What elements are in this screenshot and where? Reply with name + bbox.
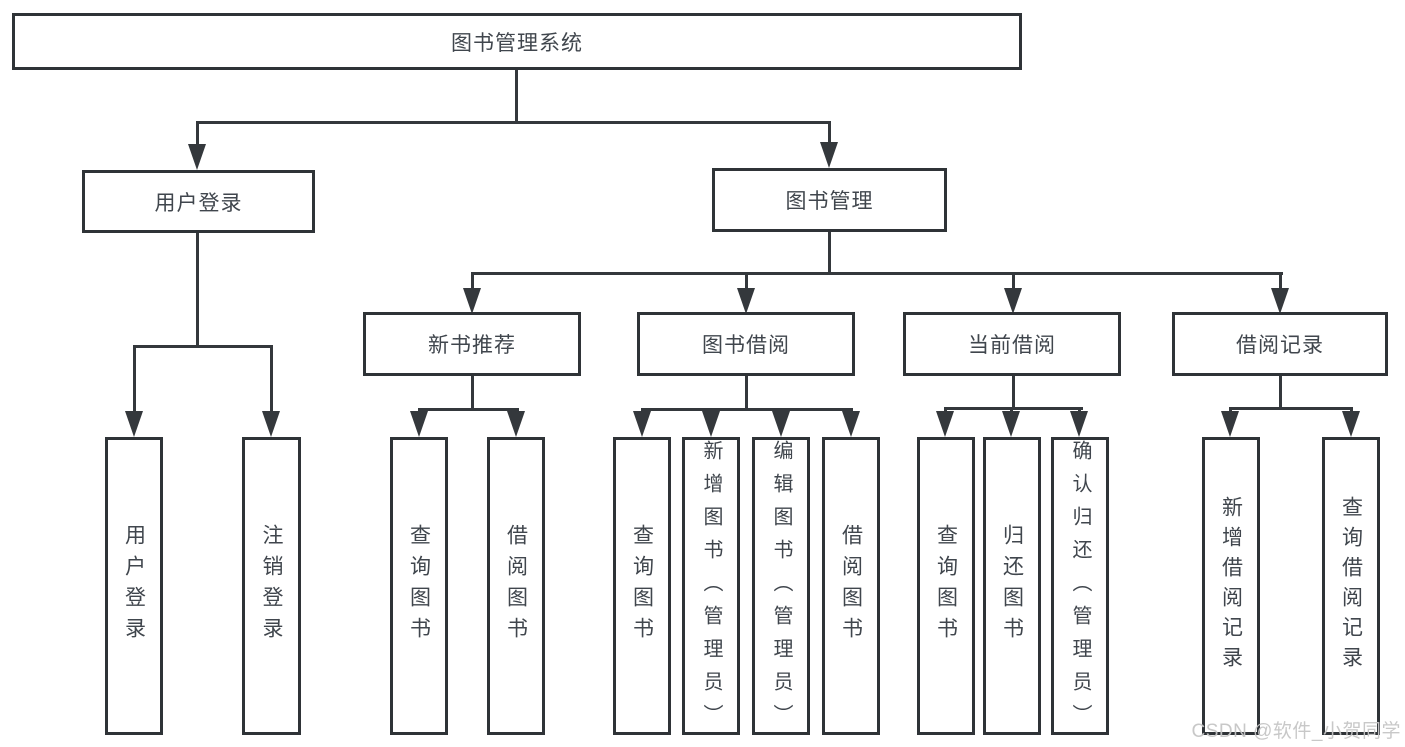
node-label: 新书推荐 bbox=[428, 334, 516, 357]
csdn-watermark: CSDN @软件_小贺同学 bbox=[1191, 721, 1401, 742]
arrow-down-icon bbox=[842, 411, 860, 437]
node-new-book-recommend: 新书推荐 bbox=[363, 312, 581, 376]
connector-stub bbox=[745, 272, 748, 292]
leaf-borrow-books-borrowing: 借阅图书 bbox=[822, 437, 880, 735]
arrow-down-icon bbox=[1004, 288, 1022, 314]
arrow-down-icon bbox=[1271, 288, 1289, 314]
arrow-down-icon bbox=[633, 411, 651, 437]
connector-stem bbox=[745, 375, 748, 409]
leaf-query-borrow-record: 查询借阅记录 bbox=[1322, 437, 1380, 735]
node-label: 归还图书 bbox=[1000, 524, 1024, 648]
arrow-down-icon bbox=[507, 411, 525, 437]
arrow-down-icon bbox=[936, 411, 954, 437]
connector-stub bbox=[133, 345, 136, 415]
arrow-down-icon bbox=[262, 411, 280, 437]
node-label: 借阅记录 bbox=[1236, 334, 1324, 357]
connector-stub bbox=[471, 272, 474, 292]
node-current-borrowing: 当前借阅 bbox=[903, 312, 1121, 376]
node-book-borrowing: 图书借阅 bbox=[637, 312, 855, 376]
connector-mgmt-rail bbox=[471, 272, 1283, 275]
connector-rail bbox=[418, 408, 519, 411]
node-label: 新增借阅记录 bbox=[1219, 496, 1243, 676]
node-label: 查询借阅记录 bbox=[1339, 496, 1363, 676]
node-label: 当前借阅 bbox=[968, 334, 1056, 357]
arrow-down-icon bbox=[772, 411, 790, 437]
connector-stub bbox=[270, 345, 273, 415]
connector-stem bbox=[1279, 375, 1282, 408]
arrow-down-icon bbox=[702, 411, 720, 437]
leaf-add-borrow-record: 新增借阅记录 bbox=[1202, 437, 1260, 735]
leaf-return-book: 归还图书 bbox=[983, 437, 1041, 735]
connector-rail bbox=[641, 408, 853, 411]
node-label: 借阅图书 bbox=[839, 524, 863, 648]
connector-mgmt-stem bbox=[828, 232, 831, 272]
connector-stem bbox=[1012, 375, 1015, 408]
node-label: 用户登录 bbox=[122, 524, 146, 648]
connector-stem bbox=[471, 375, 474, 409]
node-label: 查询图书 bbox=[407, 524, 431, 648]
node-label: 确认归还（管理员） bbox=[1069, 440, 1091, 737]
connector-login-rail bbox=[133, 345, 273, 348]
arrow-down-icon bbox=[737, 288, 755, 314]
node-label: 查询图书 bbox=[934, 524, 958, 648]
arrow-down-icon bbox=[1002, 411, 1020, 437]
leaf-user-login: 用户登录 bbox=[105, 437, 163, 735]
node-user-login: 用户登录 bbox=[82, 170, 315, 233]
node-label: 图书管理 bbox=[785, 190, 874, 213]
node-label: 查询图书 bbox=[630, 524, 654, 648]
node-label: 用户登录 bbox=[154, 191, 243, 215]
arrow-down-icon bbox=[1070, 411, 1088, 437]
leaf-add-book-admin: 新增图书（管理员） bbox=[682, 437, 740, 737]
node-label: 图书管理系统 bbox=[451, 31, 583, 55]
leaf-query-books-current: 查询图书 bbox=[917, 437, 975, 735]
node-label: 借阅图书 bbox=[504, 524, 528, 648]
connector-rail bbox=[1229, 407, 1353, 410]
node-label: 图书借阅 bbox=[702, 334, 790, 357]
leaf-query-books-borrowing: 查询图书 bbox=[613, 437, 671, 735]
leaf-logout: 注销登录 bbox=[242, 437, 301, 735]
connector-stub bbox=[1279, 272, 1282, 292]
arrow-down-icon bbox=[463, 288, 481, 314]
leaf-edit-book-admin: 编辑图书（管理员） bbox=[752, 437, 810, 737]
arrow-down-icon bbox=[125, 411, 143, 437]
leaf-query-books-recommend: 查询图书 bbox=[390, 437, 448, 735]
connector-stub bbox=[828, 121, 831, 144]
node-label: 新增图书（管理员） bbox=[700, 440, 722, 737]
node-label: 编辑图书（管理员） bbox=[770, 440, 792, 737]
node-borrowing-records: 借阅记录 bbox=[1172, 312, 1388, 376]
arrow-down-icon bbox=[1342, 411, 1360, 437]
node-root-system: 图书管理系统 bbox=[12, 13, 1022, 70]
connector-rail bbox=[944, 407, 1083, 410]
arrow-down-icon bbox=[820, 142, 838, 168]
connector-stub bbox=[196, 121, 199, 146]
connector-stub bbox=[1012, 272, 1015, 292]
connector-root-rail bbox=[196, 121, 831, 124]
arrow-down-icon bbox=[188, 144, 206, 170]
leaf-borrow-books-recommend: 借阅图书 bbox=[487, 437, 545, 735]
node-book-management: 图书管理 bbox=[712, 168, 947, 232]
leaf-confirm-return-admin: 确认归还（管理员） bbox=[1051, 437, 1109, 737]
connector-root-stem bbox=[515, 70, 518, 121]
arrow-down-icon bbox=[1221, 411, 1239, 437]
connector-login-stem bbox=[196, 233, 199, 345]
arrow-down-icon bbox=[410, 411, 428, 437]
node-label: 注销登录 bbox=[260, 524, 283, 648]
